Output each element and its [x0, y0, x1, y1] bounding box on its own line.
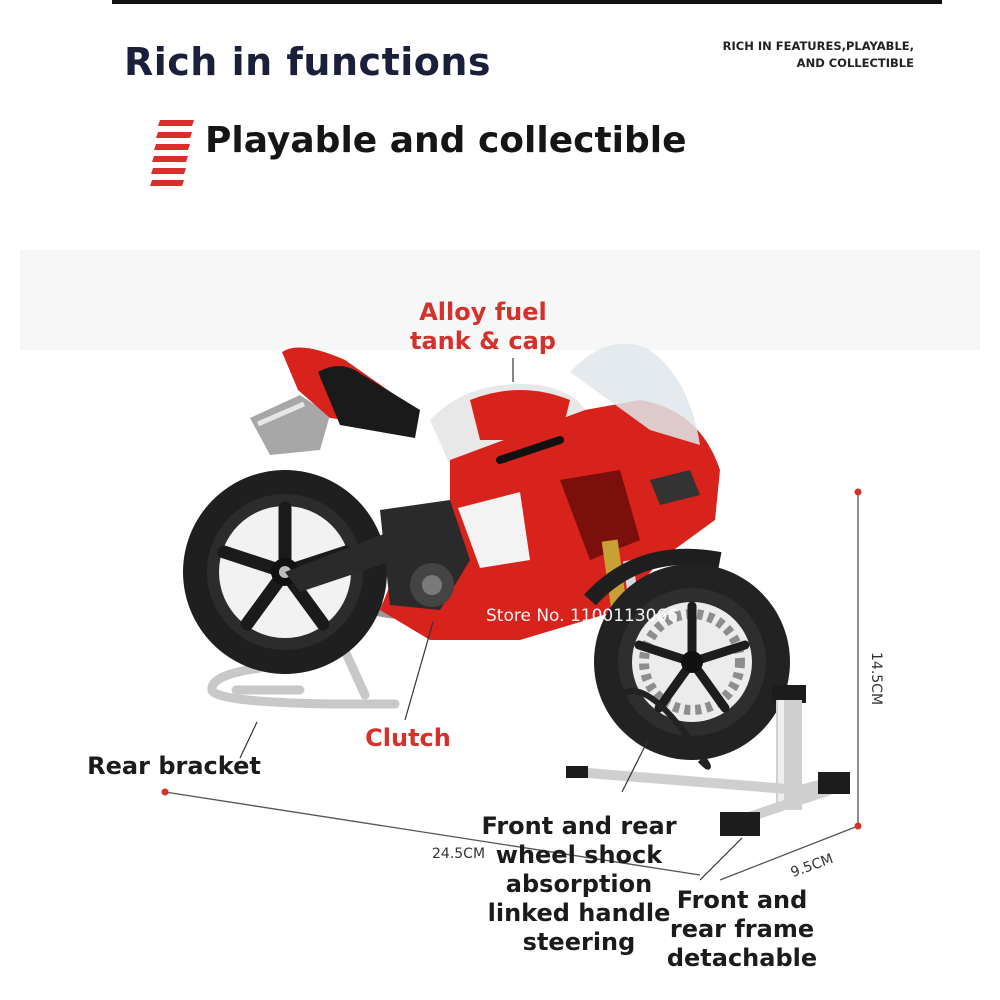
page-title: Rich in functions: [124, 40, 492, 84]
red-stripes-icon: [150, 120, 194, 186]
dimension-endpoints: [161, 488, 862, 830]
background-haze: [20, 250, 980, 350]
front-stand: [566, 685, 850, 836]
top-rule: [112, 0, 942, 4]
callout-shock-line-5: steering: [522, 928, 636, 956]
corner-note-line-2: AND COLLECTIBLE: [796, 56, 914, 70]
callout-fuel-tank-line-1: Alloy fuel: [419, 298, 547, 326]
callout-shock-line-3: absorption: [505, 870, 653, 898]
callout-frame-line-2: rear frame: [669, 915, 815, 943]
section-subtitle: Playable and collectible: [205, 120, 687, 161]
front-wheel: [584, 548, 790, 760]
callout-shock-line-2: wheel shock: [495, 841, 663, 869]
callout-shock-line-1: Front and rear: [481, 812, 677, 840]
dimension-lines: [164, 492, 859, 881]
corner-note: RICH IN FEATURES,PLAYABLE, AND COLLECTIB…: [723, 38, 914, 72]
callout-shock-absorption: Front and rear wheel shock absorption li…: [474, 812, 684, 957]
callout-frame-line-3: detachable: [666, 944, 818, 972]
callout-fuel-tank: Alloy fuel tank & cap: [398, 298, 568, 356]
callout-shock-line-4: linked handle: [487, 899, 671, 927]
callout-fuel-tank-line-2: tank & cap: [410, 327, 556, 355]
dimension-length: 24.5CM: [432, 846, 486, 862]
dimension-height: 14.5CM: [868, 652, 884, 706]
callout-frame-detachable: Front and rear frame detachable: [660, 886, 824, 973]
callout-clutch: Clutch: [365, 724, 451, 752]
store-watermark: Store No. 1100113066: [486, 606, 679, 626]
callout-rear-bracket: Rear bracket: [87, 752, 261, 780]
callout-frame-line-1: Front and: [676, 886, 808, 914]
corner-note-line-1: RICH IN FEATURES,PLAYABLE,: [722, 39, 914, 53]
callout-lines: [239, 358, 743, 881]
